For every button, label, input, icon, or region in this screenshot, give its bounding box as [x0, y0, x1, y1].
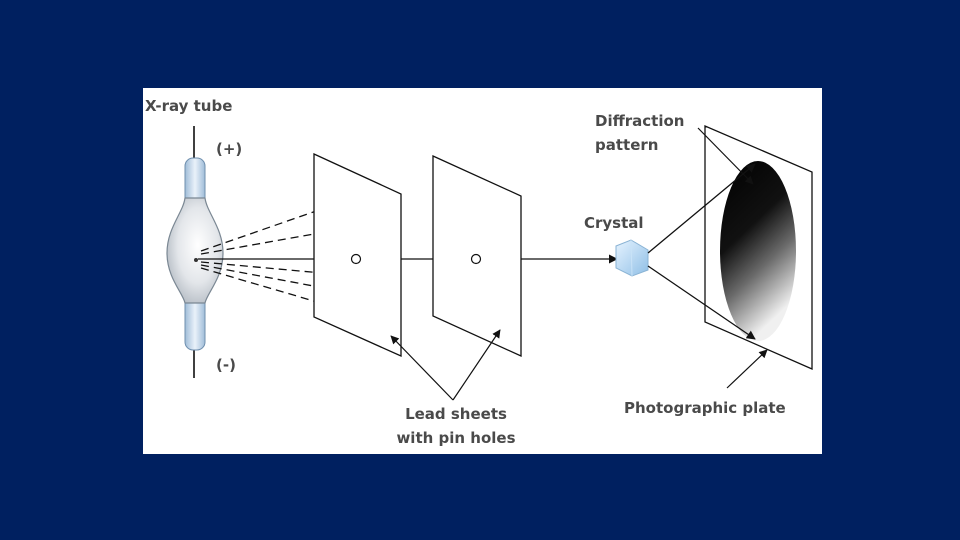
diffraction-pattern-label: Diffraction pattern — [595, 109, 684, 157]
pin-hole-1 — [350, 253, 362, 265]
lead-sheets-pointer-1 — [390, 335, 454, 401]
diffraction-label-line-1: Diffraction — [595, 112, 685, 130]
lead-sheets-label-line-2: with pin holes — [396, 429, 516, 447]
xray-tube — [166, 126, 224, 378]
crystal-label: Crystal — [584, 214, 644, 232]
pin-hole-2 — [470, 253, 482, 265]
diffraction-pattern-ellipse — [720, 161, 796, 341]
diagram-panel: X-ray tube (+) (-) Lead sheets with pin … — [143, 88, 822, 454]
tube-target — [194, 258, 198, 262]
diffraction-pointer — [697, 127, 754, 185]
crystal — [615, 239, 649, 277]
photographic-plate-label: Photographic plate — [624, 399, 786, 417]
anode-label: (+) — [216, 140, 243, 158]
lead-sheets-pointer-2 — [452, 329, 501, 401]
lead-sheets-label: Lead sheets with pin holes — [371, 402, 541, 450]
diffraction-label-line-2: pattern — [595, 136, 659, 154]
plate-pointer — [726, 349, 768, 389]
crystal-edge — [630, 239, 633, 277]
xray-diffraction-diagram — [166, 125, 813, 401]
diffracted-beam-upper — [647, 163, 756, 254]
diffracted-beam-lower — [647, 265, 756, 340]
cathode-label: (-) — [216, 356, 236, 374]
xray-tube-label: X-ray tube — [145, 97, 233, 115]
lead-sheets-label-line-1: Lead sheets — [405, 405, 507, 423]
tube-bulb — [166, 197, 224, 304]
